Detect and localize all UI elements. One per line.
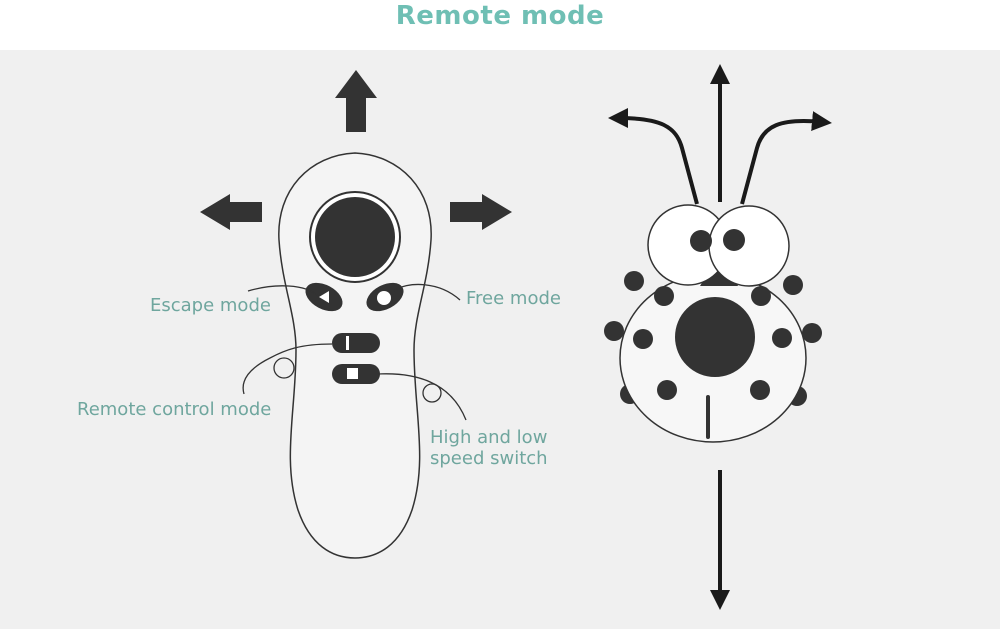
circle-icon	[377, 291, 391, 305]
remote-control-mode-label: Remote control mode	[77, 399, 272, 420]
bug-eye-right	[708, 205, 790, 287]
speed-switch-label-line1: High and low	[430, 427, 548, 448]
escape-mode-label: Escape mode	[150, 295, 271, 316]
bug-spot	[772, 328, 792, 348]
bug-spot	[750, 380, 770, 400]
bug-pupil-right	[723, 229, 745, 251]
bug-leg	[783, 275, 803, 295]
bug-spot	[633, 329, 653, 349]
bug-spot	[654, 286, 674, 306]
escape-mode-callout-line	[247, 285, 319, 297]
bug-pupil-left	[690, 230, 712, 252]
square-icon	[347, 368, 358, 379]
bug-leg	[802, 323, 822, 343]
arrow-up-icon	[335, 70, 377, 132]
free-mode-label: Free mode	[466, 288, 561, 309]
speed-switch-callout-line	[377, 373, 467, 421]
curved-arrow-icon	[608, 108, 699, 205]
arrow-left-icon	[200, 194, 262, 230]
curved-arrow-icon	[740, 111, 832, 205]
bug-leg	[604, 321, 624, 341]
escape-mode-button[interactable]	[301, 277, 348, 317]
remote-control-callout-line	[242, 343, 333, 395]
bug-center-spot	[675, 297, 755, 377]
joystick-knob[interactable]	[315, 197, 395, 277]
diagram-stage	[0, 50, 1000, 629]
page-title: Remote mode	[395, 1, 605, 31]
free-mode-callout-line	[391, 283, 461, 301]
play-triangle-icon	[319, 291, 329, 303]
bar-icon	[346, 336, 349, 350]
bug-leg	[624, 271, 644, 291]
remote-control-mode-button[interactable]	[332, 333, 380, 353]
header-band	[0, 0, 1000, 50]
arrow-right-icon	[450, 194, 512, 230]
ladybug-robot	[604, 204, 822, 443]
bug-spot	[751, 286, 771, 306]
bug-spot	[657, 380, 677, 400]
remote-control-callout-loop	[273, 357, 295, 379]
speed-switch-label-line2: speed switch	[430, 448, 548, 469]
speed-switch-callout-loop	[422, 383, 442, 403]
speed-switch-button[interactable]	[332, 364, 380, 384]
